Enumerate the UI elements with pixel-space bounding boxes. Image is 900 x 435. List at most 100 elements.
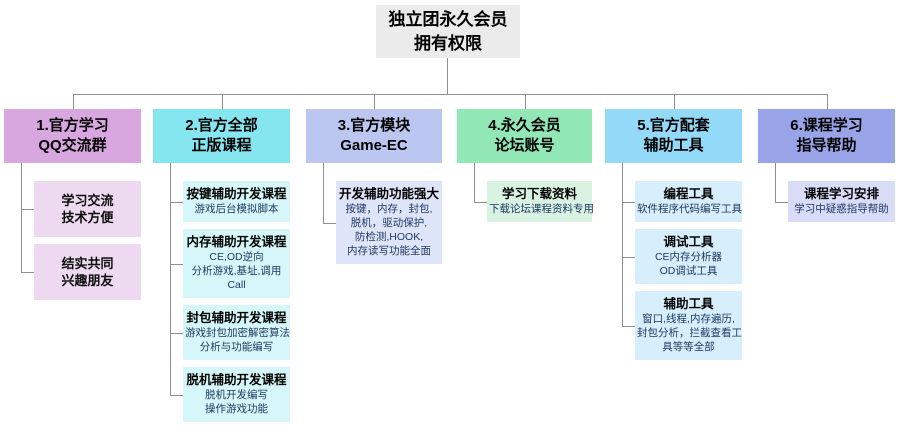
branch-header-text: 1.官方学习 — [36, 117, 109, 134]
connector-stub — [674, 94, 675, 109]
sub-box-heading: 开发辅助功能强大 — [338, 187, 439, 201]
branch-connector-vertical — [775, 163, 776, 202]
sub-box: 课程学习安排学习中疑惑指导帮助 — [788, 181, 895, 222]
sub-box-line: 技术方便 — [61, 210, 114, 225]
branch-connector-stub — [474, 202, 487, 203]
branch-children: 学习下载资料下载论坛课程资料专用 — [487, 181, 594, 222]
branch-connector-vertical — [323, 163, 324, 223]
sub-box-line: 封包分析，拦截查看工 — [637, 327, 742, 339]
connector-stub — [222, 94, 223, 109]
branch-connector-stub — [170, 395, 183, 396]
branch-header-text: 2.官方全部 — [185, 117, 258, 134]
branch-header-text: 4.永久会员 — [488, 117, 561, 134]
branch-connector-stub — [622, 326, 635, 327]
branch-connector-vertical — [622, 163, 623, 326]
sub-box-heading: 调试工具 — [663, 235, 714, 249]
branch-header-4: 4.永久会员论坛账号 — [457, 109, 592, 163]
sub-box-line: 操作游戏功能 — [205, 403, 268, 415]
branch-header-text: Game-EC — [340, 137, 408, 154]
branch-column-1: 1.官方学习 QQ交流群学习交流技术方便结实共同兴趣朋友 — [4, 109, 141, 300]
branch-children: 学习交流技术方便结实共同兴趣朋友 — [34, 181, 141, 300]
sub-box-line: 脱机开发编写 — [205, 389, 268, 401]
branch-connector-stub — [622, 257, 635, 258]
sub-box: 结实共同兴趣朋友 — [34, 244, 141, 300]
sub-box: 编程工具软件程序代码编写工具 — [635, 181, 742, 222]
sub-box-line: 游戏封包加密解密算法 — [185, 327, 290, 339]
title-line-2: 拥有权限 — [414, 33, 482, 53]
sub-box: 开发辅助功能强大按键，内存，封包,脱机，驱动保护,防检测,HOOK,内存读写功能… — [336, 181, 442, 264]
branch-connector-stub — [21, 272, 34, 273]
sub-box-line: 软件程序代码编写工具 — [637, 203, 742, 215]
sub-box-heading: 课程学习安排 — [803, 187, 879, 201]
branch-header-6: 6.课程学习指导帮助 — [758, 109, 895, 163]
branch-connector-stub — [775, 202, 788, 203]
sub-box-line: 窗口,线程,内存遍历, — [642, 313, 735, 325]
sub-box-heading: 封包辅助开发课程 — [186, 311, 287, 325]
connector-rail — [73, 94, 827, 95]
branch-header-text: 6.课程学习 — [790, 117, 863, 134]
sub-box-line: 兴趣朋友 — [61, 273, 114, 288]
sub-box-line: 内存读写功能全面 — [347, 245, 431, 257]
branch-connector-stub — [622, 202, 635, 203]
branch-connector-stub — [170, 333, 183, 334]
sub-box-heading: 脱机辅助开发课程 — [186, 373, 287, 387]
sub-box-line: 具等等全部 — [662, 341, 715, 353]
sub-box: 辅助工具窗口,线程,内存遍历, 封包分析，拦截查看工具等等全部 — [635, 291, 742, 360]
sub-box: 学习下载资料下载论坛课程资料专用 — [487, 181, 594, 222]
sub-box-heading: 编程工具 — [663, 187, 714, 201]
sub-box-line: 学习交流 — [61, 193, 114, 208]
sub-box-line: 结实共同 — [61, 256, 114, 271]
sub-box-line: OD调试工具 — [659, 265, 718, 277]
branch-children: 编程工具软件程序代码编写工具调试工具 CE内存分析器 OD调试工具辅助工具窗口,线程… — [635, 181, 742, 360]
branch-connector-vertical — [21, 163, 22, 272]
sub-box-line: Call — [227, 279, 246, 291]
sub-box-line: 下载论坛课程资料专用 — [489, 203, 594, 215]
sub-box-heading: 内存辅助开发课程 — [186, 235, 287, 249]
connector-stub — [374, 94, 375, 109]
branch-column-4: 4.永久会员论坛账号学习下载资料下载论坛课程资料专用 — [457, 109, 594, 222]
connector-stub — [73, 94, 74, 109]
branch-connector-stub — [21, 209, 34, 210]
branch-header-text: 正版课程 — [191, 137, 252, 154]
sub-box: 学习交流技术方便 — [34, 181, 141, 237]
branch-header-text: 3.官方模块 — [337, 117, 411, 134]
sub-box-heading: 辅助工具 — [663, 297, 714, 311]
branch-column-6: 6.课程学习指导帮助课程学习安排学习中疑惑指导帮助 — [758, 109, 895, 222]
branch-header-text: QQ交流群 — [38, 137, 107, 154]
sub-box-line: 游戏后台模拟脚本 — [194, 203, 279, 215]
sub-box-line: CE内存分析器 — [654, 251, 723, 263]
sub-box-heading: 按键辅助开发课程 — [186, 187, 287, 201]
branch-header-text: 5.官方配套 — [637, 117, 710, 134]
sub-box: 按键辅助开发课程游戏后台模拟脚本 — [183, 181, 290, 222]
branch-header-3: 3.官方模块 Game-EC — [306, 109, 442, 163]
sub-box-heading: 学习下载资料 — [501, 187, 577, 201]
title-box: 独立团永久会员 拥有权限 — [376, 5, 520, 58]
sub-box-line: 分析游戏,基址,调用 — [191, 265, 282, 277]
sub-box-line: 防检测,HOOK, — [354, 231, 424, 243]
connector-stub — [827, 94, 828, 109]
sub-box-line: 学习中疑惑指导帮助 — [794, 203, 889, 215]
branch-header-text: 论坛账号 — [494, 137, 555, 154]
branch-connector-stub — [323, 223, 336, 224]
branch-header-text: 指导帮助 — [796, 137, 857, 154]
branch-children: 课程学习安排学习中疑惑指导帮助 — [788, 181, 895, 222]
branch-connector-stub — [170, 264, 183, 265]
title-connector — [447, 58, 448, 94]
connector-stub — [525, 94, 526, 109]
branch-header-1: 1.官方学习 QQ交流群 — [4, 109, 141, 163]
branch-header-5: 5.官方配套辅助工具 — [605, 109, 742, 163]
branch-connector-vertical — [170, 163, 171, 395]
branch-connector-vertical — [474, 163, 475, 202]
sub-box: 封包辅助开发课程游戏封包加密解密算法分析与功能编写 — [183, 305, 290, 360]
sub-box-line: 分析与功能编写 — [199, 341, 274, 353]
sub-box-line: 脱机，驱动保护, — [350, 217, 428, 229]
branch-children: 开发辅助功能强大按键，内存，封包,脱机，驱动保护,防检测,HOOK,内存读写功能… — [336, 181, 442, 264]
title-line-1: 独立团永久会员 — [388, 9, 508, 29]
branch-connector-stub — [170, 202, 183, 203]
sub-box: 脱机辅助开发课程脱机开发编写操作游戏功能 — [183, 367, 290, 422]
